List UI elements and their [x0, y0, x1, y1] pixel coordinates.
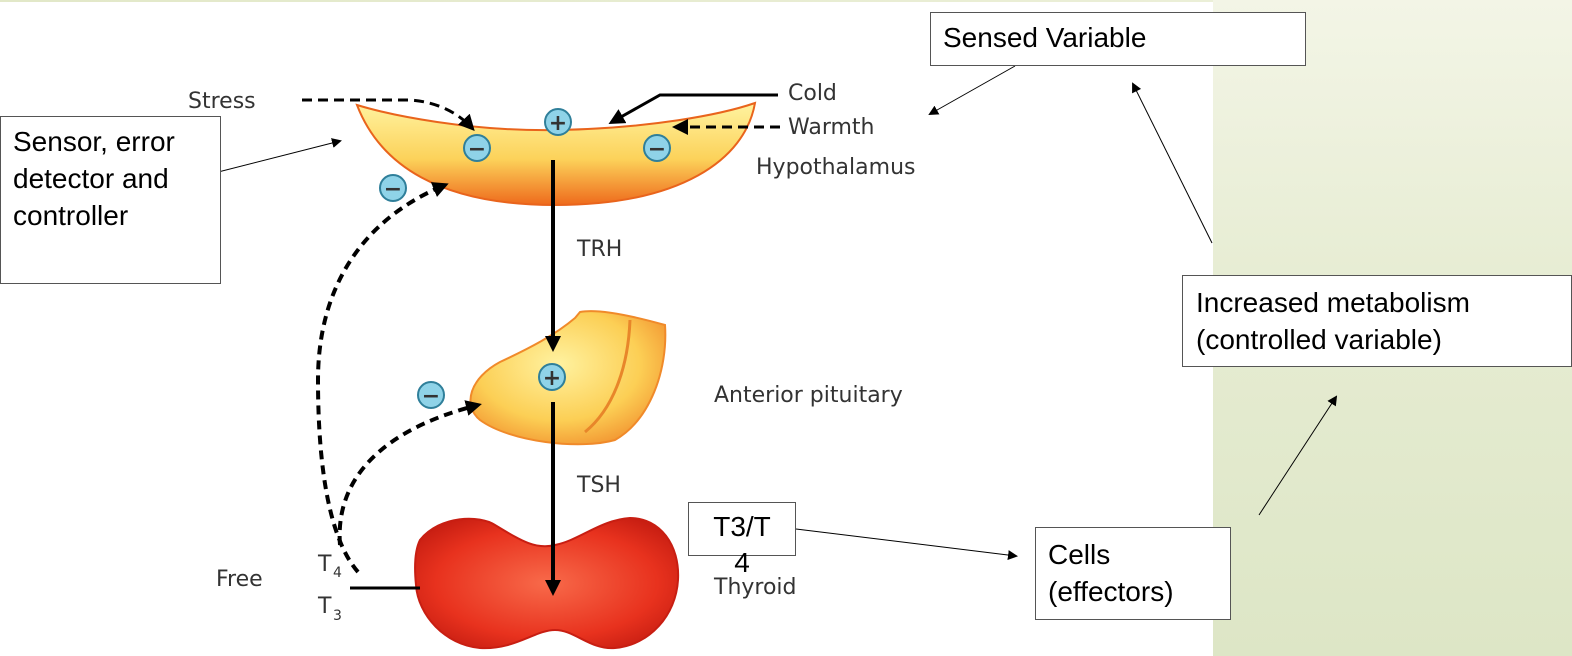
sensed-variable-text: Sensed Variable: [943, 22, 1147, 53]
stress-label: Stress: [188, 89, 256, 114]
hypothalamus-label: Hypothalamus: [756, 155, 915, 180]
minus-circle-feedback-hypothalamus: −: [379, 174, 407, 202]
thyroid-shape: [414, 516, 680, 650]
sensed-variable-box: Sensed Variable: [930, 12, 1306, 66]
feedback-arrow-hypothalamus: [315, 182, 449, 574]
svg-text:−: −: [384, 177, 402, 202]
top-strip: [0, 0, 1572, 2]
free-label: Free: [216, 567, 263, 592]
t3-label: T 3: [317, 594, 342, 624]
minus-circle-warmth: −: [643, 134, 671, 162]
warmth-label: Warmth: [788, 115, 875, 140]
t3t4-text: T3/T 4: [713, 511, 771, 578]
sensed-variable-pointer-arrow: [928, 65, 1016, 115]
metabolism-text: Increased metabolism (controlled variabl…: [1196, 287, 1470, 355]
metabolism-box: Increased metabolism (controlled variabl…: [1182, 275, 1572, 367]
metabolism-to-sensed-arrow: [1132, 82, 1213, 244]
svg-text:+: +: [543, 366, 561, 391]
cold-label: Cold: [788, 81, 837, 106]
tsh-label: TSH: [576, 473, 621, 498]
sensor-text: Sensor, error detector and controller: [13, 126, 175, 231]
svg-text:−: −: [422, 384, 440, 409]
svg-text:−: −: [648, 137, 666, 162]
cold-arrow: [608, 93, 778, 124]
svg-text:−: −: [468, 137, 486, 162]
feedback-arrow-pituitary: [337, 400, 482, 546]
svg-text:+: +: [549, 111, 567, 136]
cells-box: Cells (effectors): [1035, 527, 1231, 620]
hypothalamus-shape: [355, 101, 757, 207]
plus-circle-pituitary: +: [538, 363, 566, 391]
thyroid-label: Thyroid: [713, 575, 797, 600]
pituitary-lobe-line: [584, 319, 632, 434]
t3t4-box: T3/T 4: [688, 502, 796, 578]
svg-text:4: 4: [333, 565, 342, 581]
plus-circle-hypothalamus: +: [544, 108, 572, 136]
cells-text: Cells (effectors): [1048, 539, 1174, 607]
anterior-pituitary-label: Anterior pituitary: [714, 383, 903, 408]
svg-text:T: T: [317, 594, 332, 619]
svg-text:T: T: [317, 552, 332, 577]
sensor-box: Sensor, error detector and controller: [0, 116, 221, 284]
trh-label: TRH: [576, 237, 622, 262]
t3t4-to-cells-arrow: [795, 528, 1018, 560]
minus-circle-stress: −: [463, 134, 491, 162]
cells-to-metabolism-arrow: [1258, 395, 1338, 516]
minus-circle-pituitary: −: [417, 381, 445, 409]
svg-text:3: 3: [333, 608, 342, 624]
pituitary-shape: [469, 310, 667, 446]
t4-label: T 4: [317, 552, 342, 581]
